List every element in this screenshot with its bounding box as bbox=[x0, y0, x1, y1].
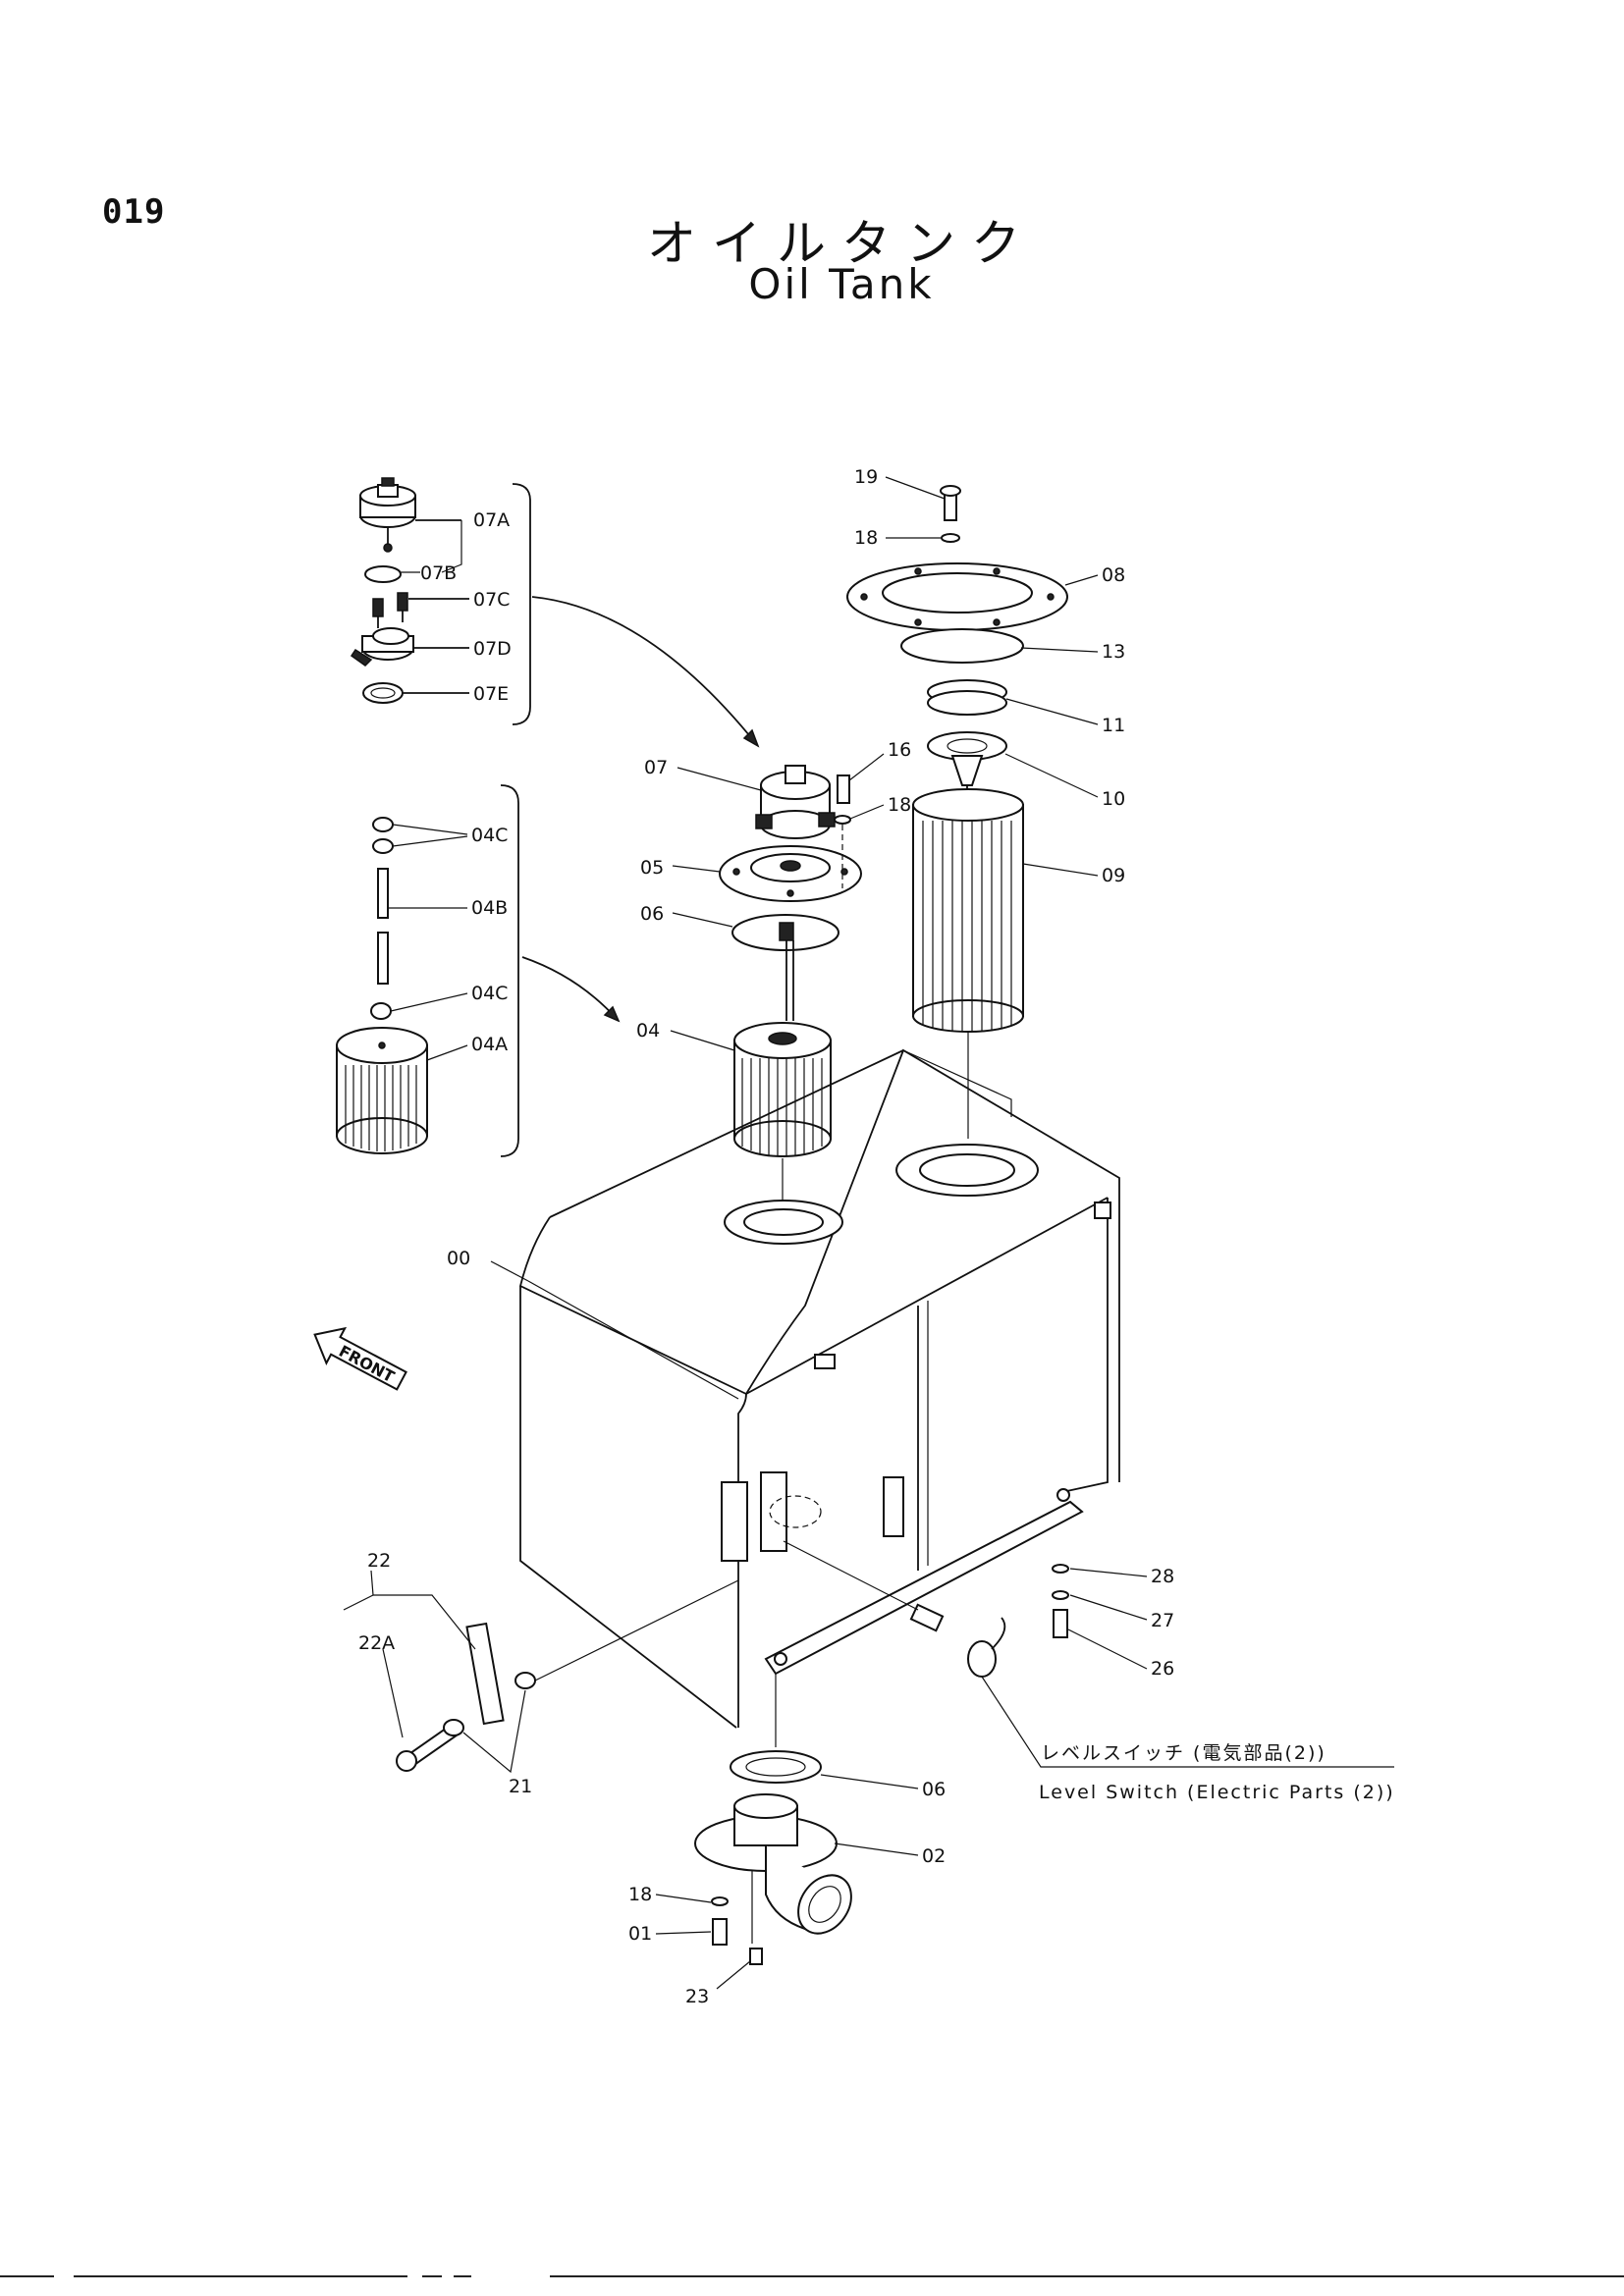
nut-04C-bottom-drawing bbox=[370, 1002, 392, 1020]
footer-rule-5 bbox=[550, 2275, 1624, 2277]
callout-07C: 07C bbox=[473, 589, 510, 611]
cap-07-drawing bbox=[755, 765, 836, 839]
callout-04C-bottom: 04C bbox=[471, 983, 508, 1004]
washer-18-mid-drawing bbox=[834, 815, 851, 825]
suction-strainer-assembly bbox=[670, 753, 885, 1217]
callout-04B: 04B bbox=[471, 897, 508, 919]
callout-18-bottom: 18 bbox=[628, 1884, 652, 1905]
washer-27-drawing bbox=[1052, 1590, 1069, 1600]
screws-07C-drawing bbox=[372, 592, 408, 628]
strainer-04-drawing bbox=[733, 1022, 832, 1157]
callout-10: 10 bbox=[1102, 788, 1125, 810]
front-arrow-label: FRONT bbox=[336, 1342, 398, 1387]
level-switch-note-english: Level Switch (Electric Parts (2)) bbox=[1039, 1782, 1395, 1803]
washer-28-drawing bbox=[1052, 1564, 1069, 1574]
callout-07E: 07E bbox=[473, 683, 509, 705]
callout-16: 16 bbox=[888, 739, 911, 761]
callout-23: 23 bbox=[685, 1986, 709, 2007]
callout-02: 02 bbox=[922, 1845, 946, 1867]
ring-07E-drawing bbox=[362, 682, 404, 704]
rod-04B-upper-drawing bbox=[377, 868, 389, 919]
clamp-hardware-21-22 bbox=[343, 1570, 739, 1774]
title-english: Oil Tank bbox=[748, 260, 935, 308]
o-ring-07B-drawing bbox=[364, 565, 402, 583]
cover-05-drawing bbox=[719, 845, 862, 902]
subassembly-07-detail bbox=[350, 477, 531, 725]
callout-04A: 04A bbox=[471, 1034, 508, 1055]
callout-28: 28 bbox=[1151, 1566, 1174, 1587]
callout-22: 22 bbox=[367, 1550, 391, 1572]
front-direction-arrow: FRONT bbox=[313, 1326, 407, 1391]
tank-body-00-drawing bbox=[490, 1048, 1120, 1729]
callout-04C-top: 04C bbox=[471, 825, 508, 846]
subassembly-04-detail bbox=[336, 784, 519, 1157]
callout-00: 00 bbox=[447, 1248, 470, 1269]
bolt-01-drawing bbox=[712, 1918, 728, 1946]
callout-07B: 07B bbox=[420, 562, 457, 584]
footer-rule-2 bbox=[74, 2275, 407, 2277]
spring-11-drawing bbox=[927, 679, 1007, 716]
filter-element-09-drawing bbox=[912, 788, 1024, 1033]
washer-18-top-drawing bbox=[941, 533, 960, 543]
washer-21-a bbox=[443, 1719, 464, 1736]
callout-07A: 07A bbox=[473, 509, 510, 531]
callout-19: 19 bbox=[854, 466, 878, 488]
callout-08: 08 bbox=[1102, 564, 1125, 586]
callout-06-top: 06 bbox=[640, 903, 664, 925]
page-number: 019 bbox=[102, 192, 166, 232]
footer-rule-4 bbox=[454, 2275, 471, 2277]
callout-09: 09 bbox=[1102, 865, 1125, 886]
callout-07: 07 bbox=[644, 757, 668, 778]
callout-07D: 07D bbox=[473, 638, 512, 660]
clamp-22-drawing bbox=[465, 1622, 505, 1726]
callout-18-top: 18 bbox=[854, 527, 878, 549]
callout-05: 05 bbox=[640, 857, 664, 879]
elbow-02-drawing bbox=[694, 1793, 852, 1935]
footer-rule-3 bbox=[422, 2275, 442, 2277]
callout-06-bottom: 06 bbox=[922, 1779, 946, 1800]
callout-26: 26 bbox=[1151, 1658, 1174, 1680]
bolt-16-drawing bbox=[837, 774, 850, 804]
callout-11: 11 bbox=[1102, 715, 1125, 736]
callout-22A: 22A bbox=[358, 1632, 395, 1654]
callout-27: 27 bbox=[1151, 1610, 1174, 1631]
gasket-06-bottom-drawing bbox=[730, 1750, 822, 1784]
arrow-04-to-assembly bbox=[521, 956, 620, 1022]
washer-21-b bbox=[514, 1672, 536, 1689]
nuts-04C-top-drawing bbox=[372, 817, 394, 854]
callout-04: 04 bbox=[636, 1020, 660, 1041]
o-ring-13-drawing bbox=[900, 628, 1024, 664]
outlet-elbow-assembly bbox=[655, 1674, 919, 1990]
arrow-07-to-assembly bbox=[531, 596, 759, 747]
plug-23-drawing bbox=[749, 1948, 763, 1965]
washer-18-bottom-drawing bbox=[711, 1896, 729, 1906]
element-04A-drawing bbox=[336, 1027, 428, 1154]
return-filter-assembly bbox=[846, 476, 1099, 1139]
adapter-07D-drawing bbox=[350, 627, 414, 667]
cover-08-drawing bbox=[846, 562, 1068, 631]
callout-21: 21 bbox=[509, 1776, 532, 1797]
level-switch-drawing bbox=[783, 1540, 1394, 1768]
mount-hardware-26-28 bbox=[1052, 1564, 1148, 1670]
cap-07A-drawing bbox=[359, 477, 416, 553]
valve-10-drawing bbox=[927, 731, 1007, 805]
title-japanese: オイルタンク bbox=[647, 215, 1036, 272]
rod-04B-lower-drawing bbox=[377, 932, 389, 985]
callout-18-mid: 18 bbox=[888, 794, 911, 816]
level-switch-note-japanese: レベルスイッチ (電気部品(2)) bbox=[1041, 1742, 1326, 1764]
callout-01: 01 bbox=[628, 1923, 652, 1945]
callout-13: 13 bbox=[1102, 641, 1125, 663]
bolt-26-drawing bbox=[1053, 1609, 1068, 1638]
footer-rule-1 bbox=[0, 2275, 54, 2277]
